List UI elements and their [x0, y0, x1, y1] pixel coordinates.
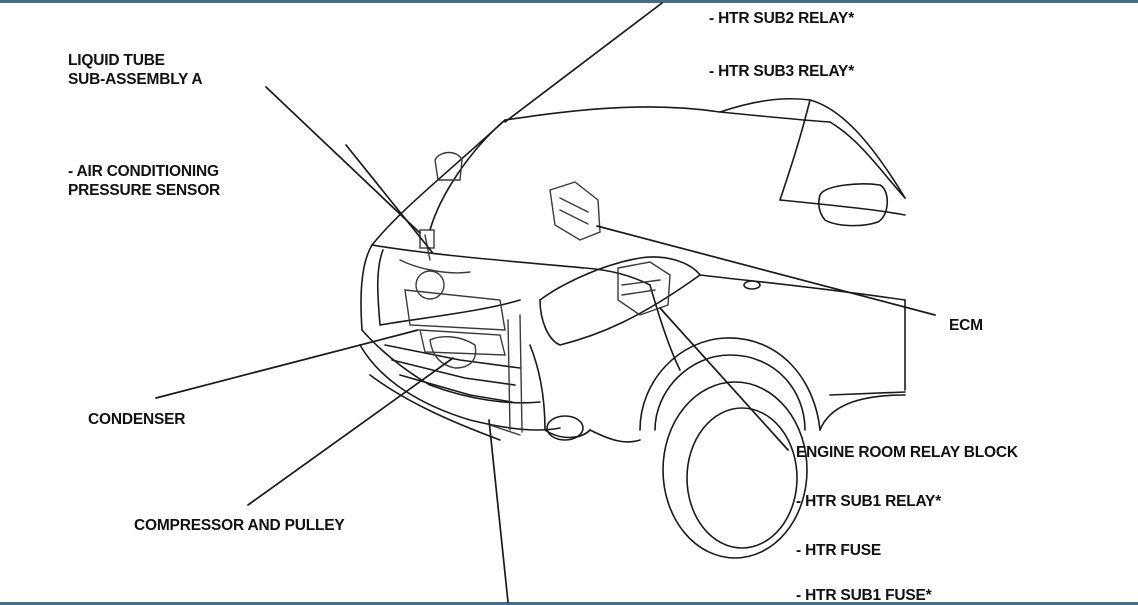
frame-top-border: [0, 0, 1138, 3]
leader-compressor: [247, 357, 454, 506]
label-air-conditioning-pressure-sensor: - AIR CONDITIONING PRESSURE SENSOR: [68, 163, 221, 199]
leader-condenser: [155, 329, 419, 399]
label-liquid-tube-sub-assembly-a: LIQUID TUBE SUB-ASSEMBLY A: [68, 52, 203, 88]
car-body-outline: [359, 97, 906, 559]
label-htr-fuse: - HTR FUSE: [796, 542, 881, 559]
label-engine-room-relay-block: ENGINE ROOM RELAY BLOCK: [796, 444, 1018, 461]
label-condenser: CONDENSER: [88, 411, 186, 428]
label-htr-sub2-relay: - HTR SUB2 RELAY*: [709, 10, 855, 27]
leader-ecm: [596, 225, 936, 316]
component-details: [399, 151, 671, 436]
leader-lines: [155, 2, 936, 603]
frame-bottom-border: [0, 602, 1138, 605]
leader-pressure-sensor: [345, 144, 433, 253]
label-ecm: ECM: [949, 317, 983, 334]
leader-bottom: [488, 419, 509, 603]
label-compressor-and-pulley: COMPRESSOR AND PULLEY: [134, 517, 345, 534]
label-htr-sub1-fuse: - HTR SUB1 FUSE*: [796, 587, 932, 604]
label-htr-sub1-relay: - HTR SUB1 RELAY*: [796, 493, 942, 510]
label-htr-sub3-relay: - HTR SUB3 RELAY*: [709, 63, 855, 80]
leader-engine-room-relay-block: [659, 307, 789, 451]
leader-htr-relays: [504, 2, 663, 123]
leader-liquid-tube: [265, 86, 421, 234]
